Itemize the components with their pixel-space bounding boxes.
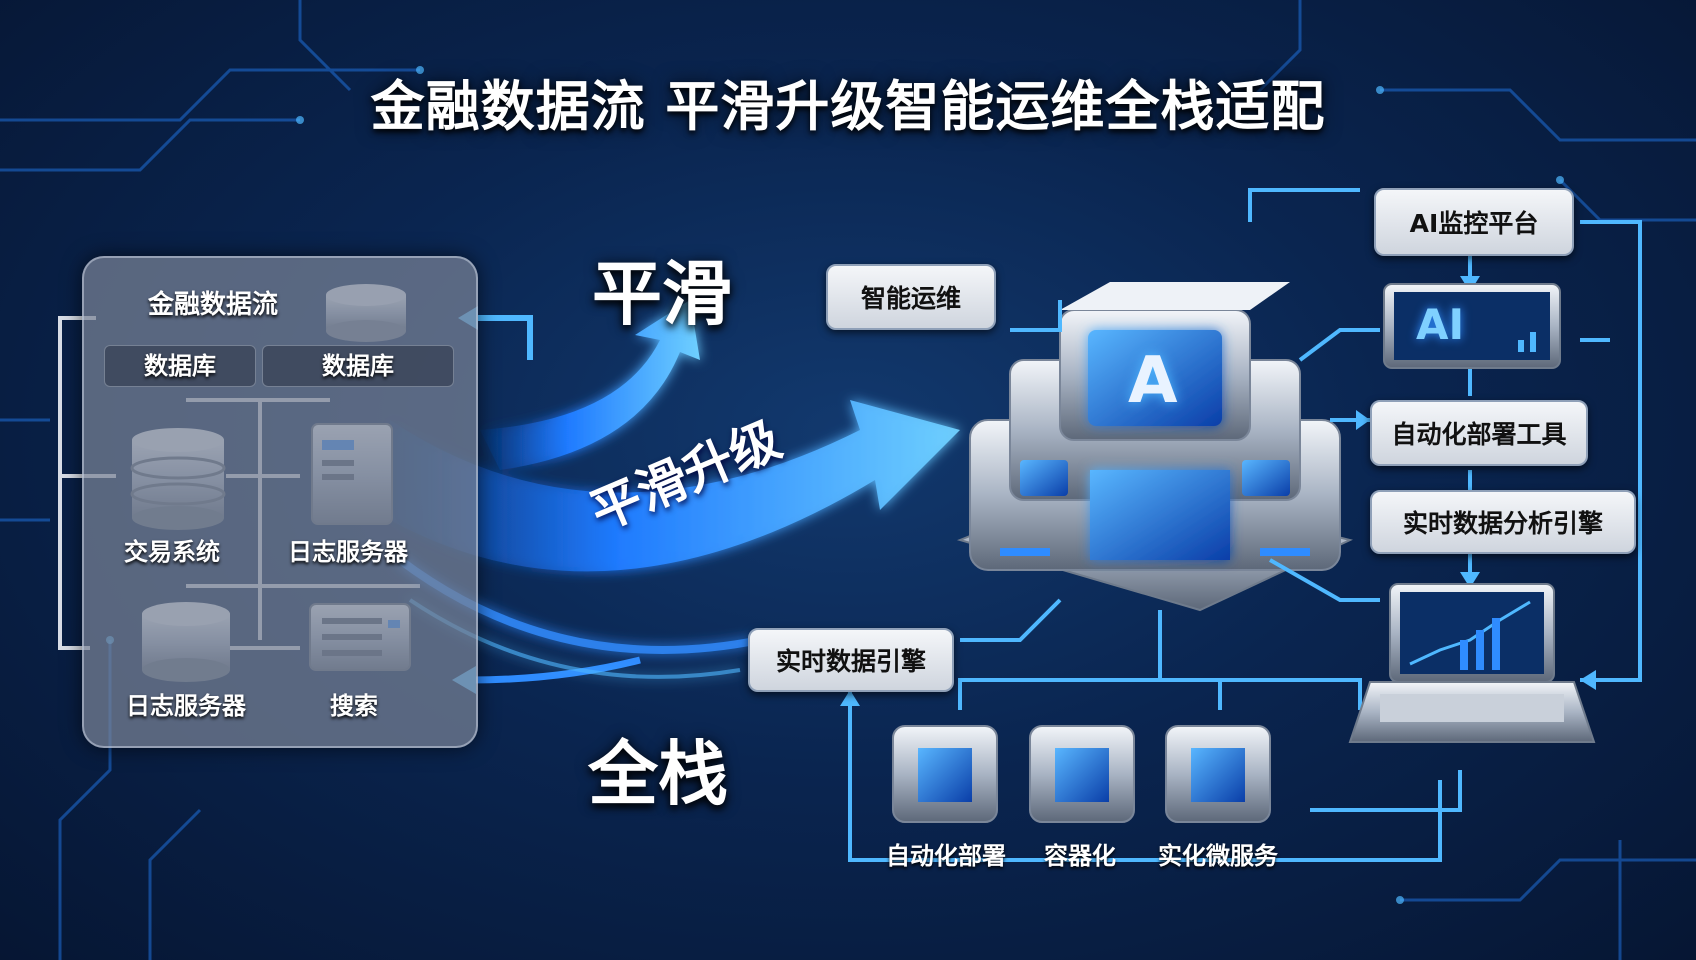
hub-connectors <box>848 188 1642 862</box>
page-title: 金融数据流 平滑升级智能运维全栈适配 <box>370 75 1326 138</box>
cube-icon-container <box>1029 725 1135 823</box>
search-label: 搜索 <box>330 692 378 720</box>
ai-screen-text: AI <box>1416 300 1465 349</box>
panel-heading: 金融数据流 <box>148 290 279 320</box>
containerization-label: 容器化 <box>1044 842 1116 870</box>
cube-icon-microservice <box>1165 725 1271 823</box>
database-bar-1: 数据库 <box>104 345 256 387</box>
smooth-label: 平滑 <box>592 253 732 335</box>
ai-monitor-device <box>1383 283 1561 369</box>
log-server-label-bottom: 日志服务器 <box>126 692 246 720</box>
return-arrow-bottom <box>469 656 641 684</box>
hub-chip-letter: A <box>1128 344 1178 418</box>
microservices-label: 实化微服务 <box>1158 842 1278 870</box>
laptop-dashboard <box>1348 583 1596 743</box>
ai-monitor-tag: AI监控平台 <box>1374 188 1574 256</box>
auto-deploy-label: 自动化部署 <box>886 842 1006 870</box>
trade-system-label: 交易系统 <box>124 538 220 566</box>
realtime-engine-tag: 实时数据引擎 <box>748 628 954 692</box>
ai-hub-chip <box>956 282 1353 612</box>
database-label-2: 数据库 <box>322 352 394 380</box>
log-server-label-top: 日志服务器 <box>288 538 408 566</box>
return-arrow-top <box>470 315 533 360</box>
auto-deploy-tool-tag: 自动化部署工具 <box>1370 400 1588 466</box>
cube-icon-deploy <box>892 725 998 823</box>
database-bar-2: 数据库 <box>262 345 454 387</box>
database-label-1: 数据库 <box>144 352 216 380</box>
realtime-analysis-tag: 实时数据分析引擎 <box>1370 490 1636 554</box>
financial-data-flow-panel <box>82 256 478 748</box>
intelligent-ops-tag: 智能运维 <box>826 264 996 330</box>
full-stack-label: 全栈 <box>588 733 728 815</box>
